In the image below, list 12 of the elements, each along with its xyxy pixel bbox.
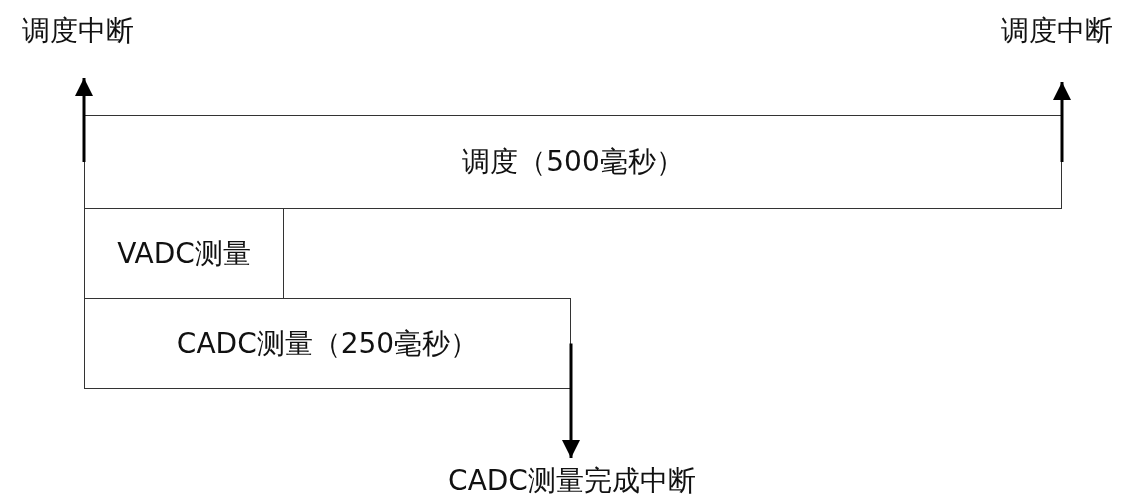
measurement-bar (84, 298, 571, 389)
schedule-bar (84, 115, 1062, 209)
arrow (562, 343, 580, 458)
interrupt-label: 调度中断 (8, 12, 148, 78)
box-label: 调度（500毫秒） (462, 144, 684, 180)
arrow (1053, 82, 1071, 162)
interrupt-label: CADC测量完成中断 (430, 458, 714, 504)
box-label: CADC测量（250毫秒） (176, 325, 479, 362)
box-label: VADC测量 (117, 235, 251, 272)
arrow (75, 78, 93, 162)
interrupt-label: 调度中断 (987, 12, 1127, 82)
measurement-box (84, 208, 284, 299)
